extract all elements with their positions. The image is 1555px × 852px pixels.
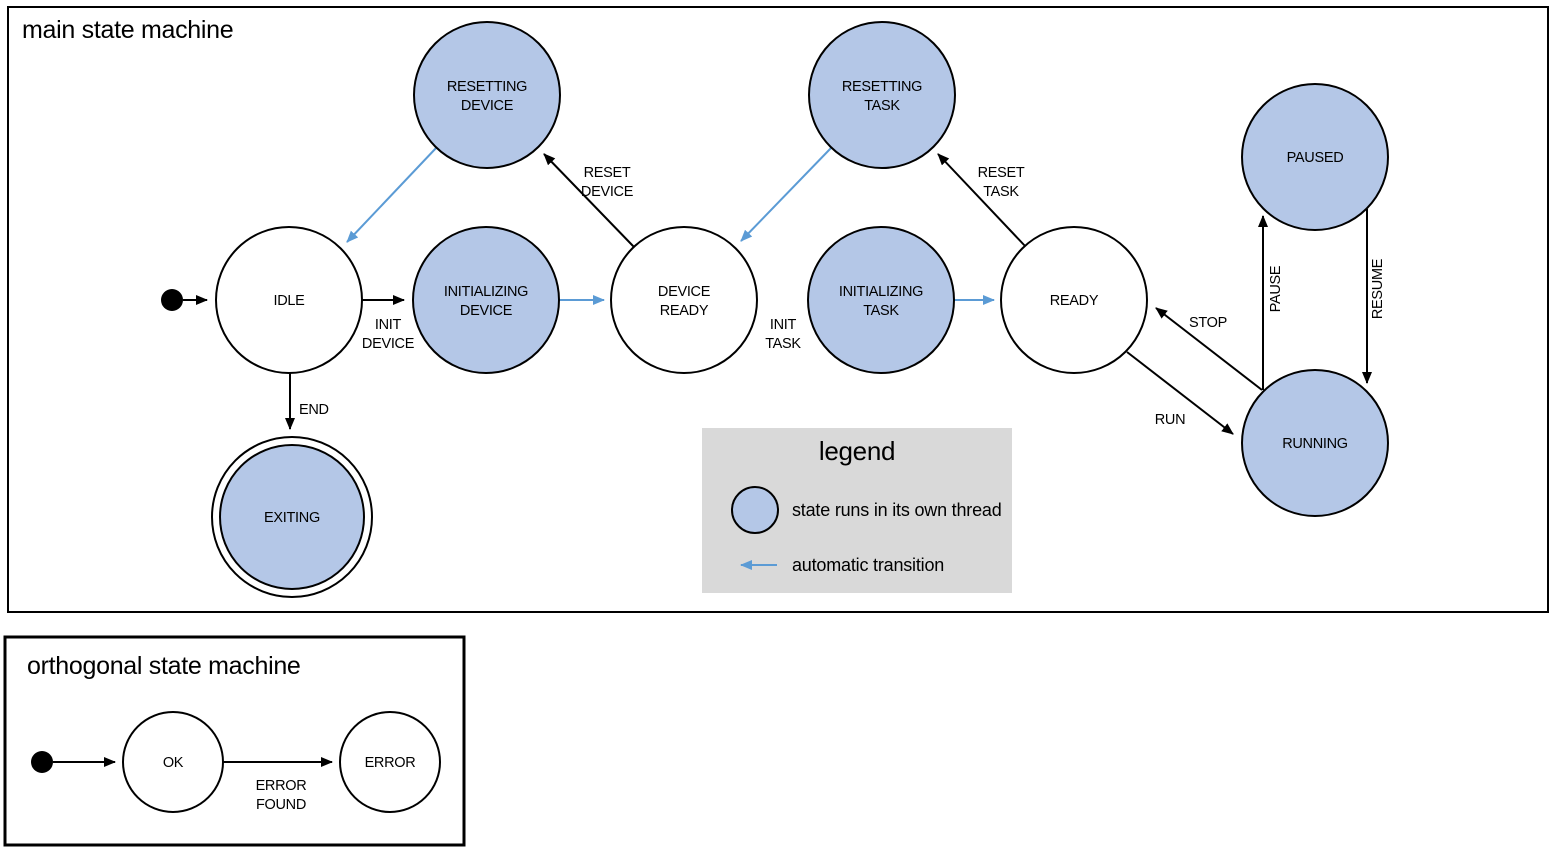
label-init-device-line2: DEVICE <box>362 336 415 352</box>
state-idle <box>215 226 363 374</box>
state-paused-label: PAUSED <box>1287 150 1344 166</box>
state-resetting-task-line2: TASK <box>864 98 900 114</box>
label-end: END <box>299 402 329 418</box>
main-title: main state machine <box>22 16 233 44</box>
label-reset-task-line2: TASK <box>983 184 1019 200</box>
orthogonal-state-machine-frame <box>3 635 466 847</box>
edge-running-to-ready <box>1155 307 1263 391</box>
state-error-label: ERROR <box>365 755 416 771</box>
orthogonal-initial-state-dot <box>31 751 53 773</box>
label-run: RUN <box>1155 412 1186 428</box>
auto-edge-resetting-device-to-idle <box>346 146 438 243</box>
state-initializing-device-line2: DEVICE <box>460 303 513 319</box>
edge-device-ready-to-resetting-device <box>543 153 635 248</box>
main-state-machine-frame <box>7 6 1549 613</box>
label-init-task-line1: INIT <box>770 317 797 333</box>
label-stop: STOP <box>1189 315 1227 331</box>
legend-title: legend <box>819 436 895 466</box>
edge-ready-to-resetting-task <box>937 153 1027 248</box>
state-exiting-label: EXITING <box>264 510 320 526</box>
state-initializing-task <box>807 226 955 374</box>
state-ok-label: OK <box>163 755 184 771</box>
state-ready-label: READY <box>1050 293 1099 309</box>
state-running-label: RUNNING <box>1282 436 1348 452</box>
state-exiting <box>219 444 365 590</box>
state-running <box>1241 369 1389 517</box>
state-resetting-device-line1: RESETTING <box>447 79 527 95</box>
legend-thread-state-icon <box>731 486 779 534</box>
auto-edge-resetting-task-to-device-ready <box>740 147 832 242</box>
state-resetting-task-line1: RESETTING <box>842 79 922 95</box>
state-error <box>339 711 441 813</box>
label-reset-device-line2: DEVICE <box>581 184 634 200</box>
state-device-ready-line2: READY <box>660 303 709 319</box>
label-error-found-line1: ERROR <box>256 778 307 794</box>
state-initializing-task-line1: INITIALIZING <box>839 284 923 300</box>
state-resetting-task <box>808 21 956 169</box>
initial-state-dot <box>161 289 183 311</box>
state-initializing-device <box>412 226 560 374</box>
label-resume: RESUME <box>1370 258 1386 319</box>
state-resetting-device-line2: DEVICE <box>461 98 514 114</box>
state-idle-label: IDLE <box>273 293 305 309</box>
state-initializing-device-line1: INITIALIZING <box>444 284 528 300</box>
label-reset-device-line1: RESET <box>584 165 631 181</box>
state-device-ready <box>610 226 758 374</box>
edge-ready-to-running <box>1126 351 1234 435</box>
legend-auto-item-label: automatic transition <box>792 555 944 575</box>
label-pause: PAUSE <box>1268 265 1284 312</box>
label-error-found-line2: FOUND <box>256 797 306 813</box>
state-paused <box>1241 83 1389 231</box>
label-reset-task-line1: RESET <box>978 165 1025 181</box>
state-ready <box>1000 226 1148 374</box>
label-init-task-line2: TASK <box>765 336 801 352</box>
state-device-ready-line1: DEVICE <box>658 284 711 300</box>
legend-thread-item-label: state runs in its own thread <box>792 500 1002 520</box>
state-resetting-device <box>413 21 561 169</box>
label-init-device-line1: INIT <box>375 317 402 333</box>
state-initializing-task-line2: TASK <box>863 303 899 319</box>
orthogonal-title: orthogonal state machine <box>27 652 301 680</box>
